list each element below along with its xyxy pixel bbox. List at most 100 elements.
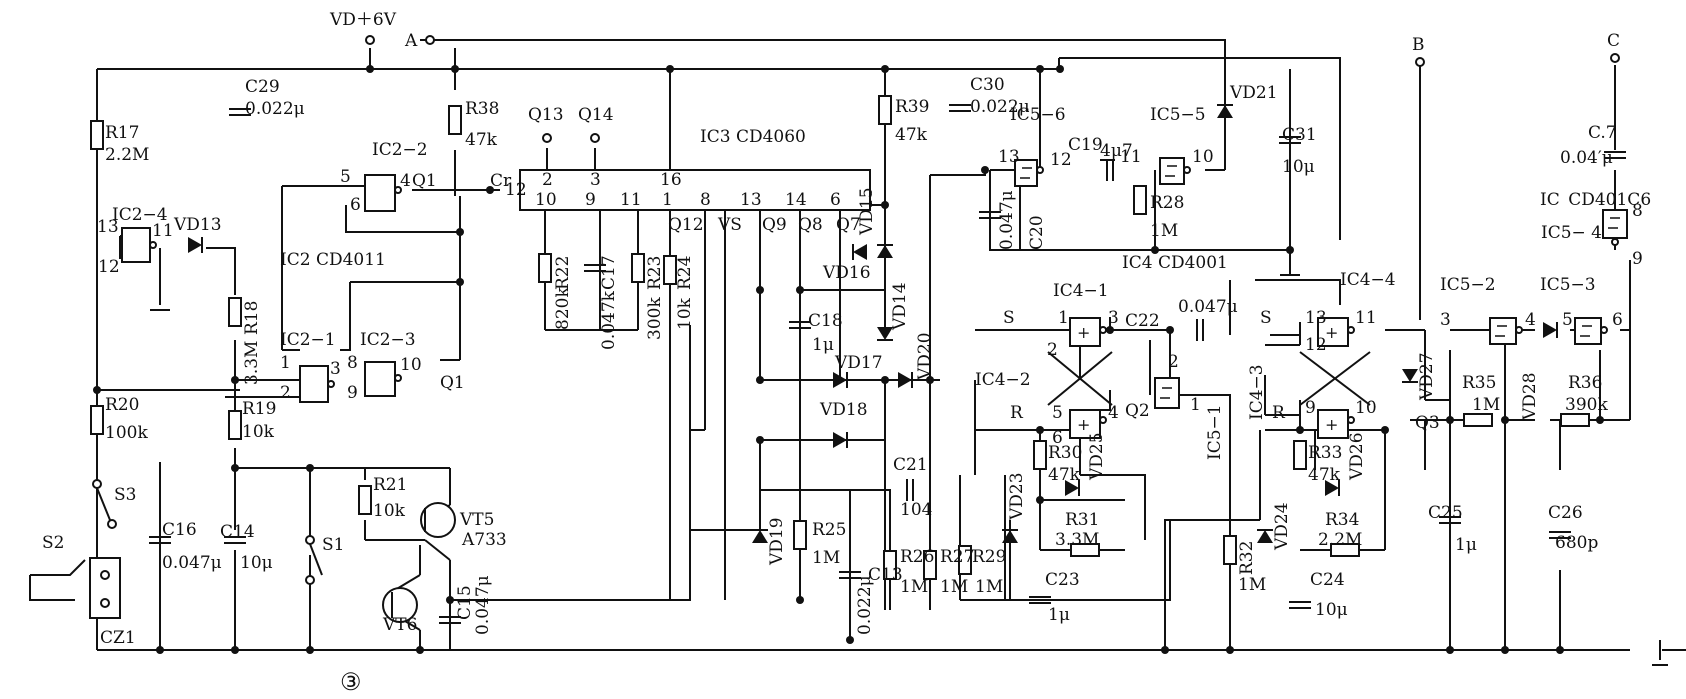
- svg-text:C18: C18: [808, 311, 843, 331]
- svg-text:C26: C26: [1548, 503, 1583, 523]
- svg-text:0.04′μ: 0.04′μ: [1560, 148, 1613, 168]
- svg-text:1: 1: [662, 190, 673, 210]
- svg-text:IC4 CD4001: IC4 CD4001: [1122, 253, 1228, 273]
- svg-text:R39: R39: [895, 97, 929, 117]
- svg-text:+: +: [1325, 415, 1338, 434]
- svg-text:16: 16: [660, 170, 682, 190]
- svg-text:3.3M: 3.3M: [1055, 530, 1099, 550]
- svg-text:10μ: 10μ: [240, 553, 273, 573]
- svg-text:R23: R23: [645, 256, 665, 290]
- svg-text:B: B: [1412, 35, 1425, 55]
- svg-text:+: +: [1077, 323, 1090, 342]
- svg-text:R25: R25: [812, 520, 846, 540]
- svg-text:Q14: Q14: [578, 105, 614, 125]
- svg-text:C23: C23: [1045, 570, 1080, 590]
- resistor-r20: [90, 405, 104, 435]
- svg-text:Q8: Q8: [798, 215, 823, 235]
- svg-text:C16: C16: [162, 520, 197, 540]
- svg-text:IC2 CD4011: IC2 CD4011: [280, 250, 386, 270]
- svg-text:VT5: VT5: [459, 510, 494, 530]
- gate-ic2-3: [364, 361, 402, 397]
- terminal-vd: [365, 35, 375, 45]
- svg-text:VS: VS: [717, 215, 742, 235]
- resistor-r23: [631, 253, 645, 283]
- svg-text:A733: A733: [461, 530, 507, 550]
- svg-text:C22: C22: [1125, 311, 1160, 331]
- capacitor-c21: [906, 478, 914, 502]
- svg-text:VD23: VD23: [1007, 472, 1027, 521]
- svg-text:3: 3: [1108, 308, 1119, 328]
- svg-text:C.7: C.7: [1588, 123, 1617, 143]
- svg-text:2.2M: 2.2M: [105, 145, 149, 165]
- svg-text:R18: R18: [242, 301, 262, 335]
- svg-text:R20: R20: [105, 395, 139, 415]
- svg-text:47k: 47k: [465, 130, 498, 150]
- svg-text:IC2−1: IC2−1: [280, 330, 336, 350]
- svg-text:R29: R29: [972, 547, 1006, 567]
- svg-text:S1: S1: [322, 535, 344, 555]
- svg-text:10: 10: [535, 190, 557, 210]
- svg-text:3: 3: [1440, 310, 1451, 330]
- svg-text:C17: C17: [599, 255, 619, 290]
- svg-text:R22: R22: [553, 256, 573, 290]
- svg-text:6: 6: [830, 190, 841, 210]
- buffer-ic5-5: [1159, 157, 1191, 185]
- svg-text:③: ③: [340, 668, 362, 696]
- svg-text:14: 14: [785, 190, 807, 210]
- svg-text:VT6: VT6: [382, 615, 417, 635]
- svg-text:VD26: VD26: [1347, 432, 1367, 481]
- svg-text:1: 1: [280, 353, 291, 373]
- svg-text:11: 11: [152, 221, 174, 241]
- capacitor-c22: [1196, 318, 1204, 342]
- svg-text:VD21: VD21: [1229, 83, 1278, 103]
- svg-text:S2: S2: [42, 533, 64, 553]
- svg-text:10k: 10k: [242, 422, 275, 442]
- svg-text:6: 6: [1612, 310, 1623, 330]
- svg-text:IC5−1: IC5−1: [1205, 404, 1225, 460]
- terminal-c: [1610, 53, 1620, 63]
- capacitor-c24: [1288, 601, 1312, 609]
- svg-text:IC2−4: IC2−4: [112, 205, 168, 225]
- svg-text:R: R: [1272, 403, 1286, 423]
- svg-text:1: 1: [1190, 395, 1201, 415]
- diode-vd28: [1542, 321, 1558, 339]
- gate-ic2-1: [299, 365, 335, 403]
- svg-text:VD28: VD28: [1520, 372, 1540, 421]
- svg-text:12: 12: [505, 180, 527, 200]
- labels: VD＋6V A B C C29 0.022μ R17 2.2M R38 47k …: [42, 10, 1651, 696]
- svg-text:R17: R17: [105, 123, 139, 143]
- svg-text:4μ7: 4μ7: [1100, 141, 1133, 161]
- svg-text:CZ1: CZ1: [100, 628, 136, 648]
- svg-text:0.047k: 0.047k: [599, 290, 619, 350]
- crossed-wires-ic4-left: [1047, 351, 1113, 406]
- svg-text:390k: 390k: [1565, 395, 1608, 415]
- svg-text:R33: R33: [1308, 443, 1342, 463]
- svg-text:2: 2: [1047, 340, 1058, 360]
- svg-text:C19: C19: [1068, 135, 1103, 155]
- socket-cz1: [29, 557, 121, 619]
- crossed-wires-ic4-right: [1299, 351, 1371, 406]
- svg-text:R38: R38: [465, 99, 499, 119]
- svg-text:C20: C20: [1027, 215, 1047, 250]
- capacitor-c19: [1106, 158, 1114, 182]
- svg-text:VD20: VD20: [915, 332, 935, 381]
- svg-text:10μ: 10μ: [1282, 157, 1315, 177]
- svg-text:9: 9: [347, 383, 358, 403]
- gate-ic4-4: +: [1317, 317, 1355, 347]
- svg-text:4: 4: [400, 171, 411, 191]
- svg-text:R26: R26: [900, 547, 934, 567]
- svg-text:C29: C29: [245, 77, 280, 97]
- diode-vd21: [1216, 104, 1234, 119]
- buffer-ic5-1: [1154, 377, 1180, 409]
- resistor-r25: [793, 520, 807, 550]
- svg-text:R36: R36: [1568, 373, 1602, 393]
- diode-vd20: [897, 371, 913, 389]
- gate-ic2-2: [364, 174, 402, 212]
- svg-text:C14: C14: [220, 522, 255, 542]
- svg-text:2.2M: 2.2M: [1318, 530, 1362, 550]
- svg-text:R24: R24: [675, 256, 695, 290]
- svg-text:11: 11: [620, 190, 642, 210]
- resistor-r17: [90, 120, 104, 150]
- gate-ic4-1: +: [1069, 317, 1107, 347]
- buffer-ic5-6: [1014, 159, 1044, 187]
